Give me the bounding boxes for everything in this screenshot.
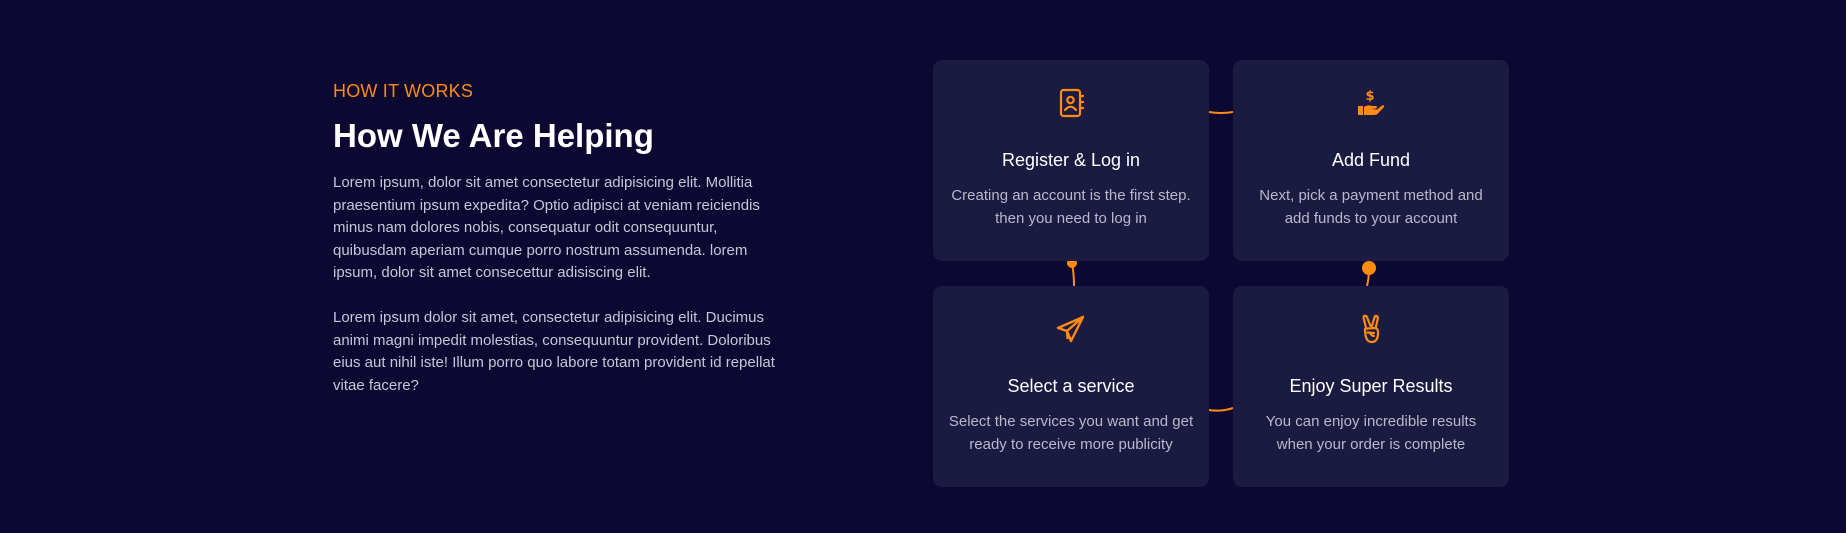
steps-grid: Register & Log in Creating an account is…	[933, 60, 1509, 487]
step-title: Register & Log in	[1001, 150, 1141, 170]
step-title: Add Fund	[1331, 150, 1411, 170]
intro-paragraph-1: Lorem ipsum, dolor sit amet consectetur …	[333, 174, 760, 282]
connector-service-to-results	[1208, 407, 1234, 412]
step-description: Select the services you want and get rea…	[948, 413, 1194, 453]
contact-book-icon	[1055, 87, 1087, 119]
section-eyebrow: HOW IT WORKS	[333, 81, 474, 101]
connector-fund-to-results	[1366, 267, 1370, 287]
step-title: Enjoy Super Results	[1289, 376, 1453, 396]
step-card-add-fund: $ Add Fund Next, pick a payment method a…	[1233, 60, 1509, 261]
step-title: Select a service	[1007, 376, 1135, 396]
step-card-register: Register & Log in Creating an account is…	[933, 60, 1209, 261]
connector-register-to-service	[1071, 262, 1075, 287]
step-description: You can enjoy incredible results when yo…	[1265, 413, 1477, 453]
victory-hand-icon	[1355, 313, 1387, 345]
step-description: Next, pick a payment method and add fund…	[1259, 187, 1483, 227]
hand-dollar-icon: $	[1355, 87, 1387, 119]
step-card-enjoy-results: Enjoy Super Results You can enjoy incred…	[1233, 286, 1509, 487]
section-title: How We Are Helping	[333, 117, 654, 154]
intro-paragraph-2: Lorem ipsum dolor sit amet, consectetur …	[333, 308, 775, 394]
step-card-select-service: Select a service Select the services you…	[933, 286, 1209, 487]
step-description: Creating an account is the first step. t…	[951, 187, 1191, 227]
svg-text:$: $	[1365, 89, 1374, 104]
paper-plane-icon	[1055, 313, 1087, 345]
step-connectors	[1067, 111, 1376, 412]
how-it-works-intro: HOW IT WORKS How We Are Helping Lorem ip…	[333, 78, 793, 397]
connector-register-to-fund	[1208, 111, 1234, 114]
